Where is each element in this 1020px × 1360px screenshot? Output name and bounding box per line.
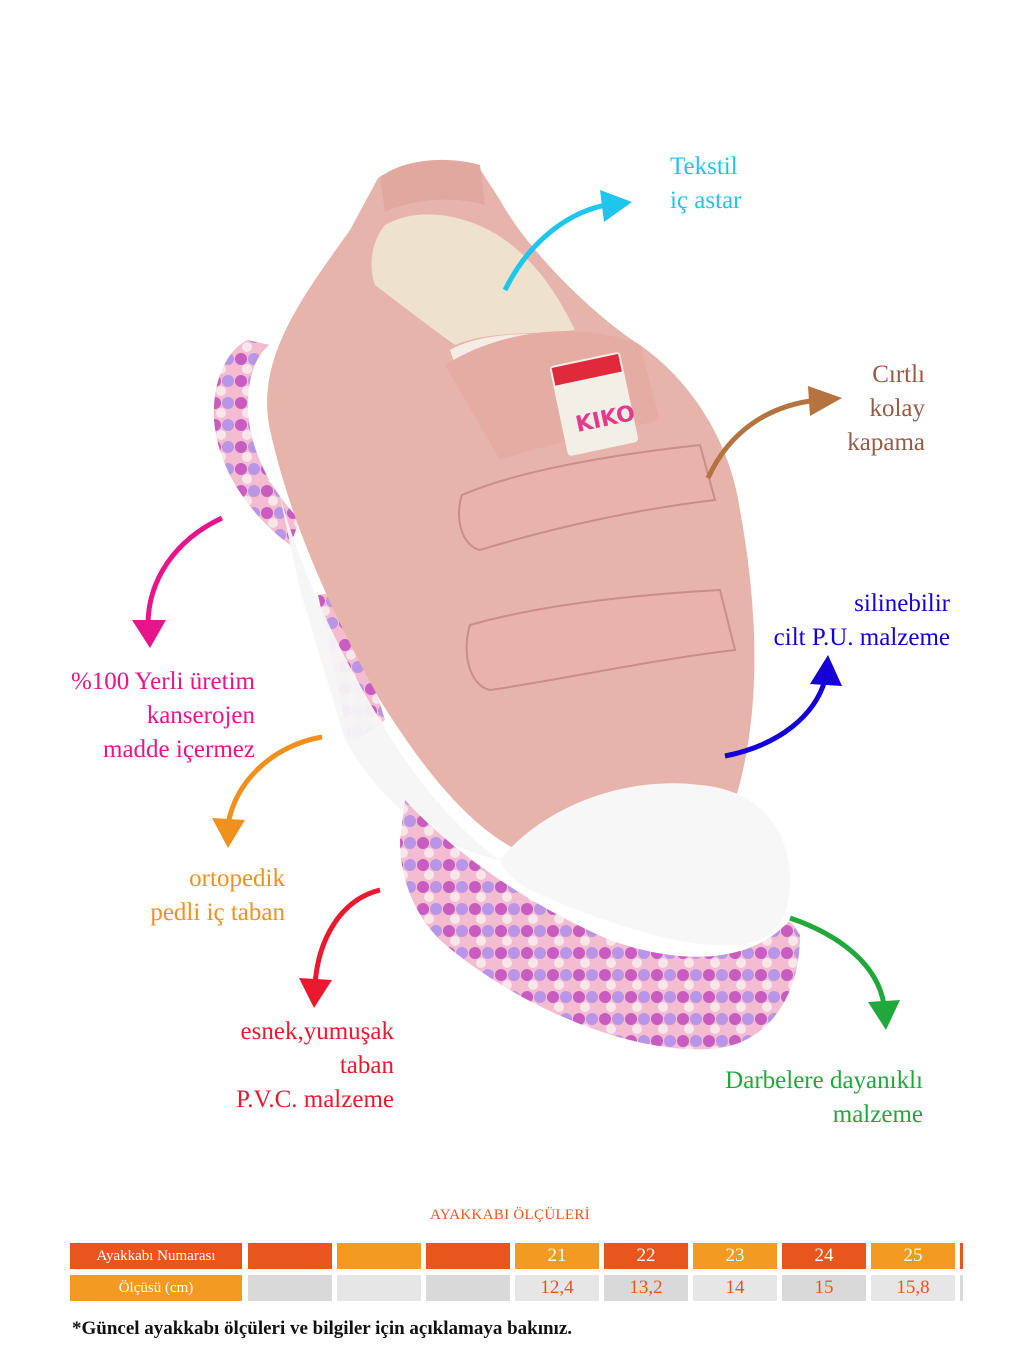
size-cell	[337, 1243, 421, 1269]
feature-line: kapama	[847, 429, 925, 456]
size-cell	[426, 1243, 510, 1269]
feature-orthopedic-insole: ortopedik pedli iç taban	[150, 862, 285, 930]
feature-line: iç astar	[670, 187, 742, 214]
textile-arrow	[502, 190, 632, 292]
feature-velcro-closure: Cırtlı kolay kapama	[847, 358, 925, 460]
feature-line: ortopedik	[189, 865, 285, 892]
toe-cap	[500, 783, 790, 946]
feature-pu-material: silinebilir cilt P.U. malzeme	[774, 587, 950, 655]
velcro-strap-2	[465, 588, 737, 692]
shoe: KIKO	[213, 159, 800, 1050]
size-row-edge	[960, 1243, 963, 1269]
velcro-strap-1	[458, 443, 717, 552]
length-cell: 14	[693, 1275, 777, 1301]
local-arrow	[132, 515, 224, 648]
feature-textile-lining: Tekstil iç astar	[670, 150, 741, 218]
front-sole	[400, 800, 800, 1050]
feature-line: pedli iç taban	[150, 899, 285, 926]
sole-arrow	[299, 887, 381, 1008]
size-row: Ayakkabı Numarası 21 22 23 24 25	[70, 1243, 965, 1269]
feature-line: silinebilir	[854, 590, 950, 617]
length-cell: 13,2	[604, 1275, 688, 1301]
feature-line: Tekstil	[670, 153, 738, 180]
pu-arrow	[724, 655, 842, 759]
feature-line: Cırtlı	[872, 361, 925, 388]
feature-soft-sole: esnek,yumuşak taban P.V.C. malzeme	[236, 1015, 394, 1117]
length-cell	[248, 1275, 332, 1301]
size-note: *Güncel ayakkabı ölçüleri ve bilgiler iç…	[72, 1318, 573, 1339]
size-cell: 25	[871, 1243, 955, 1269]
inner-lining	[371, 214, 575, 345]
feature-line: kanserojen	[146, 702, 255, 729]
ortho-arrow	[212, 734, 323, 848]
midsole	[265, 430, 500, 860]
feature-line: P.V.C. malzeme	[236, 1086, 394, 1113]
impact-arrow	[789, 915, 900, 1030]
velcro-arrow	[705, 386, 842, 480]
feature-line: madde içermez	[103, 736, 255, 763]
feature-local-production: %100 Yerli üretim kanserojen madde içerm…	[71, 665, 255, 767]
feature-line: Darbelere dayanıklı	[725, 1067, 923, 1094]
feature-line: taban	[339, 1052, 394, 1079]
length-row-header: Ölçüsü (cm)	[70, 1275, 242, 1301]
size-cell: 24	[782, 1243, 866, 1269]
size-cell	[248, 1243, 332, 1269]
size-table-title: AYAKKABI ÖLÇÜLERİ	[430, 1207, 590, 1223]
feature-line: kolay	[869, 395, 925, 422]
heel-sole	[213, 340, 300, 545]
size-row-header: Ayakkabı Numarası	[70, 1243, 242, 1269]
length-row: Ölçüsü (cm) 12,4 13,2 14 15 15,8	[70, 1275, 965, 1301]
feature-line: %100 Yerli üretim	[70, 668, 255, 695]
feature-impact-resistant: Darbelere dayanıklı malzeme	[725, 1064, 923, 1132]
length-row-edge	[960, 1275, 963, 1301]
heel-tab	[380, 159, 485, 212]
length-cell	[337, 1275, 421, 1301]
feature-line: esnek,yumuşak	[240, 1018, 394, 1045]
size-cell: 22	[604, 1243, 688, 1269]
size-cell: 21	[515, 1243, 599, 1269]
length-cell: 15	[782, 1275, 866, 1301]
feature-line: cilt P.U. malzeme	[773, 624, 950, 651]
length-cell	[426, 1275, 510, 1301]
length-cell: 15,8	[871, 1275, 955, 1301]
size-cell: 23	[693, 1243, 777, 1269]
length-cell: 12,4	[515, 1275, 599, 1301]
feature-line: malzeme	[832, 1101, 923, 1128]
